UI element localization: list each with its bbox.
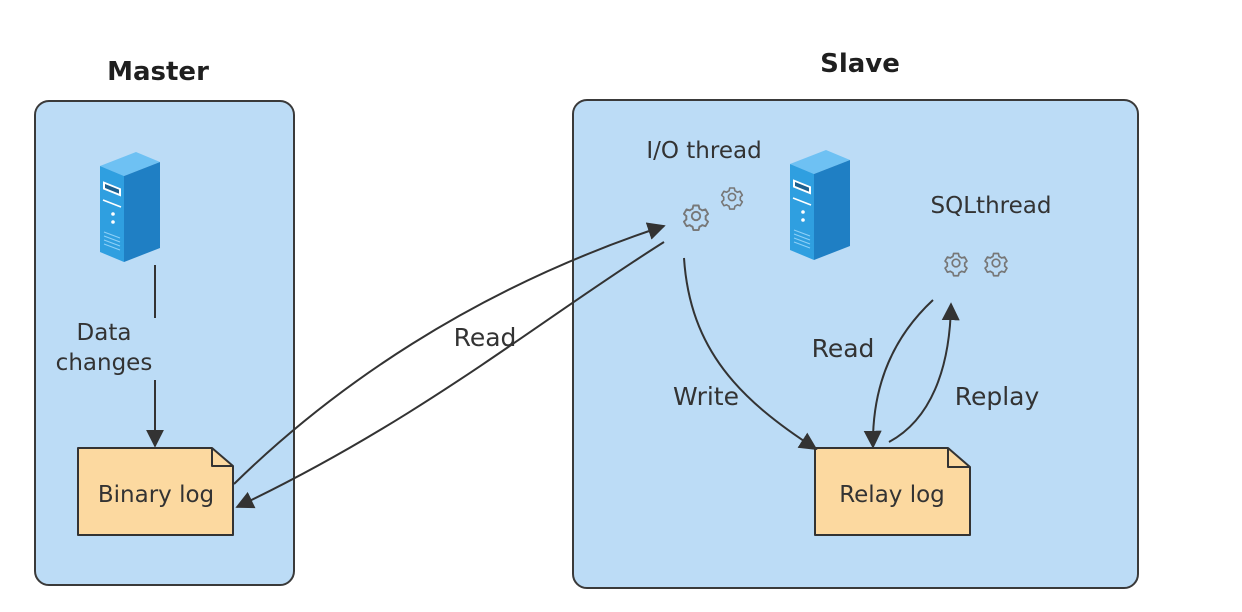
data-changes-label-line1: Data (77, 320, 132, 346)
master-server-icon (99, 151, 161, 263)
binary-log-document (77, 447, 234, 536)
write-arrow (683, 257, 818, 450)
replay-label: Replay (955, 382, 1040, 411)
binlog-transfer-arrow (235, 241, 665, 509)
io-thread-label: I/O thread (646, 138, 761, 164)
io-read-request-arrow (233, 222, 666, 485)
sql-read-label: Read (812, 334, 875, 363)
sql-thread-label: SQLthread (931, 193, 1052, 219)
write-label: Write (673, 382, 739, 411)
slave-panel (572, 99, 1139, 589)
slave-title: Slave (820, 49, 900, 79)
relay-log-document (814, 447, 971, 536)
replay-arrow (888, 302, 960, 443)
data-changes-label-line2: changes (56, 350, 153, 376)
binary-log-label: Binary log (98, 482, 214, 508)
master-title: Master (107, 57, 209, 87)
slave-server-icon (789, 149, 851, 261)
relay-log-label: Relay log (839, 482, 945, 508)
cross-read-label: Read (454, 323, 517, 352)
sql-read-arrow (863, 299, 934, 449)
